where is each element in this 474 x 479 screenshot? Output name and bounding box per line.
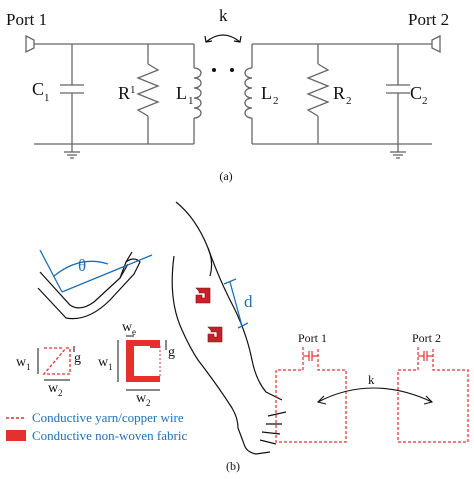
coil-coupling-arrow <box>316 387 434 405</box>
inductor-l2 <box>244 44 253 144</box>
port-capacitors <box>303 351 433 361</box>
c2-label-main: C <box>410 83 422 103</box>
arm-outline <box>171 201 287 455</box>
angle-indicator <box>39 249 153 293</box>
legend-fabric-label: Conductive non-woven fabric <box>32 428 187 443</box>
caption-b: (b) <box>226 459 240 473</box>
distance-marker <box>223 278 249 329</box>
caption-a: (a) <box>219 169 232 183</box>
w2b-label-main: w <box>136 391 147 406</box>
arm-coil-top <box>195 287 211 304</box>
legend-fabric-swatch <box>6 430 26 441</box>
legend-wire-label: Conductive yarn/copper wire <box>32 410 184 425</box>
theta-label: θ <box>78 256 86 275</box>
l1-label-main: L <box>176 83 187 103</box>
r2-label-main: R <box>333 83 345 103</box>
gb-label: g <box>168 345 175 360</box>
port1-connector <box>25 34 35 54</box>
c1-label-main: C <box>32 79 44 99</box>
legend <box>6 417 26 441</box>
c2-label-sub: 2 <box>422 95 428 107</box>
r1-label-sub: 1 <box>130 84 136 96</box>
inductor-l1 <box>193 44 202 144</box>
capacitor-c2 <box>386 44 410 144</box>
coupling-arrow <box>205 34 241 43</box>
coupled-coils-diagram <box>275 347 469 443</box>
ground-left-icon <box>64 144 80 159</box>
w1b-label-sub: 1 <box>108 362 113 372</box>
coupling-k-label: k <box>219 6 228 25</box>
w2-label-sub: 2 <box>58 388 63 398</box>
g-label: g <box>74 351 81 366</box>
arm-coil-bottom <box>207 326 223 343</box>
r2-label-sub: 2 <box>346 95 352 107</box>
l1-label-sub: 1 <box>188 95 194 107</box>
resistor-r2 <box>306 44 330 144</box>
w1b-label-main: w <box>98 355 109 370</box>
w2b-label-sub: 2 <box>146 398 151 408</box>
we-label-sub: e <box>132 327 136 337</box>
coil-coupling-k-label: k <box>368 372 375 387</box>
fabric-coil-diagram <box>117 335 167 391</box>
w1-label-sub: 1 <box>26 362 31 372</box>
r1-label-main: R <box>118 83 130 103</box>
c1-label-sub: 1 <box>44 92 50 104</box>
resistor-r1 <box>136 44 160 144</box>
circuit-diagram <box>25 34 441 159</box>
bent-arm-sketch <box>37 251 141 320</box>
port1-label: Port 1 <box>6 10 47 29</box>
coil-port2-label: Port 2 <box>412 331 441 345</box>
wire-coil-diagram <box>37 346 75 381</box>
ground-right-icon <box>390 144 406 159</box>
capacitor-c1 <box>60 44 84 144</box>
port2-connector <box>431 34 441 54</box>
distance-label: d <box>244 292 253 311</box>
l2-label-sub: 2 <box>273 95 279 107</box>
we-label-main: w <box>122 320 133 335</box>
w1-label-main: w <box>16 355 27 370</box>
port2-label: Port 2 <box>408 10 449 29</box>
w2-label-main: w <box>48 381 59 396</box>
l2-label-main: L <box>261 83 272 103</box>
coil-port1-label: Port 1 <box>298 331 327 345</box>
